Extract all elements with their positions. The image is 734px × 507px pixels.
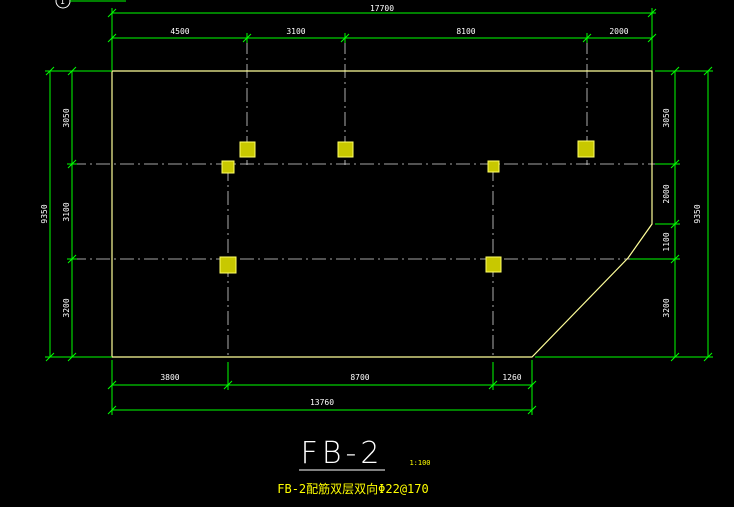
dim-right-seg-4: 3200 — [662, 298, 671, 317]
dim-bottom-seg-1: 3800 — [160, 373, 179, 382]
dim-right-seg-2: 2000 — [662, 184, 671, 203]
column-c1 — [219, 256, 237, 274]
drawing-scale: 1:100 — [409, 459, 430, 467]
drawing-title: FB-2 — [301, 436, 384, 471]
left-dimensions — [45, 66, 112, 362]
dim-bottom-seg-2: 8700 — [350, 373, 369, 382]
dim-left-overall: 9350 — [40, 204, 49, 223]
corner-marker: 1 — [55, 0, 126, 9]
dim-right-overall: 9350 — [693, 204, 702, 223]
column-b1 — [221, 160, 235, 174]
dim-top-seg-3: 8100 — [456, 27, 475, 36]
top-dimensions — [107, 8, 657, 70]
dim-left-seg-2: 3100 — [62, 202, 71, 221]
column-a1 — [239, 141, 256, 158]
dim-bottom-seg-3: 1260 — [502, 373, 521, 382]
bottom-dimensions — [107, 360, 537, 415]
dim-bottom-overall: 13760 — [310, 398, 334, 407]
column-a3 — [577, 140, 595, 158]
column-c2 — [485, 256, 502, 273]
dim-left-seg-1: 3050 — [62, 108, 71, 127]
column-b2 — [487, 160, 500, 173]
dim-top-overall: 17700 — [370, 4, 394, 13]
dim-left-seg-3: 3200 — [62, 298, 71, 317]
columns — [219, 140, 595, 274]
dim-top-seg-4: 2000 — [609, 27, 628, 36]
right-dimensions — [535, 66, 713, 362]
rebar-note: FB-2配筋双层双向Φ22@170 — [277, 481, 428, 496]
dim-right-seg-1: 3050 — [662, 108, 671, 127]
column-a2 — [337, 141, 354, 158]
slab-outline — [111, 70, 653, 358]
dim-top-seg-2: 3100 — [286, 27, 305, 36]
dim-right-seg-3: 1100 — [662, 232, 671, 251]
corner-marker-label: 1 — [60, 0, 65, 6]
axis-lines — [72, 40, 660, 358]
dim-top-seg-1: 4500 — [170, 27, 189, 36]
